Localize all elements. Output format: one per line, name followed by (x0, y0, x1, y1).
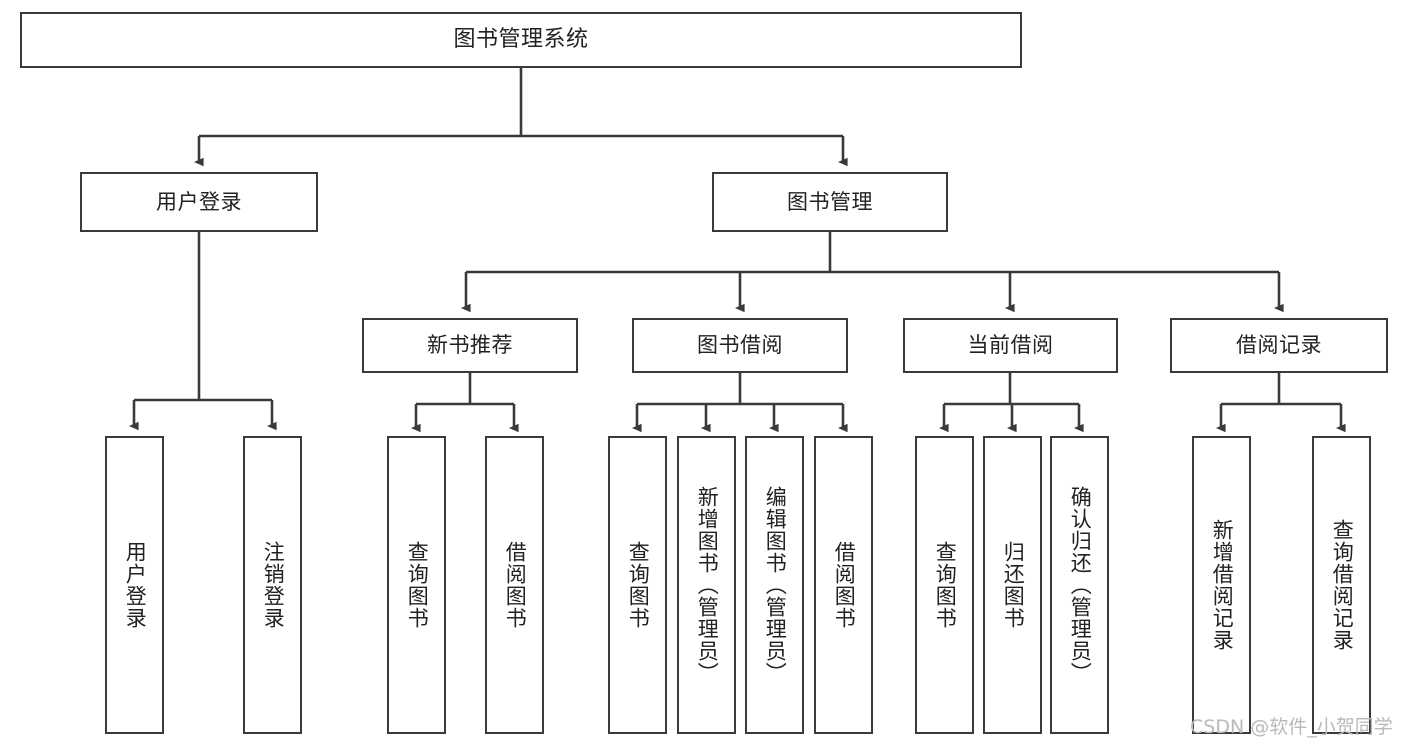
leaf-logout-login[interactable]: 注销登录 (243, 436, 302, 734)
node-label: 查询图书 (933, 541, 958, 629)
node-label: 归还图书 (1001, 541, 1026, 629)
node-book-borrow[interactable]: 图书借阅 (632, 318, 848, 373)
node-label: 新增借阅记录 (1210, 519, 1235, 651)
node-user-login[interactable]: 用户登录 (80, 172, 318, 232)
node-label: 新增图书（管理员） (695, 486, 720, 684)
leaf-query-book-1[interactable]: 查询图书 (387, 436, 446, 734)
leaf-borrow-book-2[interactable]: 借阅图书 (814, 436, 873, 734)
leaf-user-login[interactable]: 用户登录 (105, 436, 164, 734)
leaf-add-book[interactable]: 新增图书（管理员） (677, 436, 736, 734)
leaf-borrow-book-1[interactable]: 借阅图书 (485, 436, 544, 734)
leaf-query-record[interactable]: 查询借阅记录 (1312, 436, 1371, 734)
node-borrow-record[interactable]: 借阅记录 (1170, 318, 1388, 373)
leaf-query-book-2[interactable]: 查询图书 (608, 436, 667, 734)
node-label: 查询图书 (626, 541, 651, 629)
node-label: 注销登录 (261, 541, 286, 629)
node-label: 用户登录 (156, 189, 242, 214)
node-label: 借阅图书 (832, 541, 857, 629)
node-label: 当前借阅 (967, 333, 1054, 358)
node-label: 新书推荐 (427, 333, 513, 358)
node-label: 确认归还（管理员） (1068, 486, 1093, 684)
leaf-confirm-return[interactable]: 确认归还（管理员） (1050, 436, 1109, 734)
leaf-return-book[interactable]: 归还图书 (983, 436, 1042, 734)
leaf-add-record[interactable]: 新增借阅记录 (1192, 436, 1251, 734)
node-label: 图书管理 (787, 189, 873, 214)
node-label: 查询借阅记录 (1330, 519, 1355, 651)
node-label: 编辑图书（管理员） (763, 486, 788, 684)
node-book-management[interactable]: 图书管理 (712, 172, 948, 232)
leaf-edit-book[interactable]: 编辑图书（管理员） (745, 436, 804, 734)
node-label: 图书借阅 (697, 333, 783, 358)
node-new-book-recommend[interactable]: 新书推荐 (362, 318, 578, 373)
node-label: 借阅图书 (503, 541, 528, 629)
leaf-query-book-3[interactable]: 查询图书 (915, 436, 974, 734)
node-label: 查询图书 (405, 541, 430, 629)
node-label: 图书管理系统 (453, 27, 589, 53)
node-root-system[interactable]: 图书管理系统 (20, 12, 1022, 68)
node-label: 借阅记录 (1236, 333, 1322, 358)
csdn-watermark: CSDN @软件_小贺同学 (1190, 716, 1393, 738)
node-label: 用户登录 (123, 541, 148, 629)
node-current-borrow[interactable]: 当前借阅 (903, 318, 1118, 373)
